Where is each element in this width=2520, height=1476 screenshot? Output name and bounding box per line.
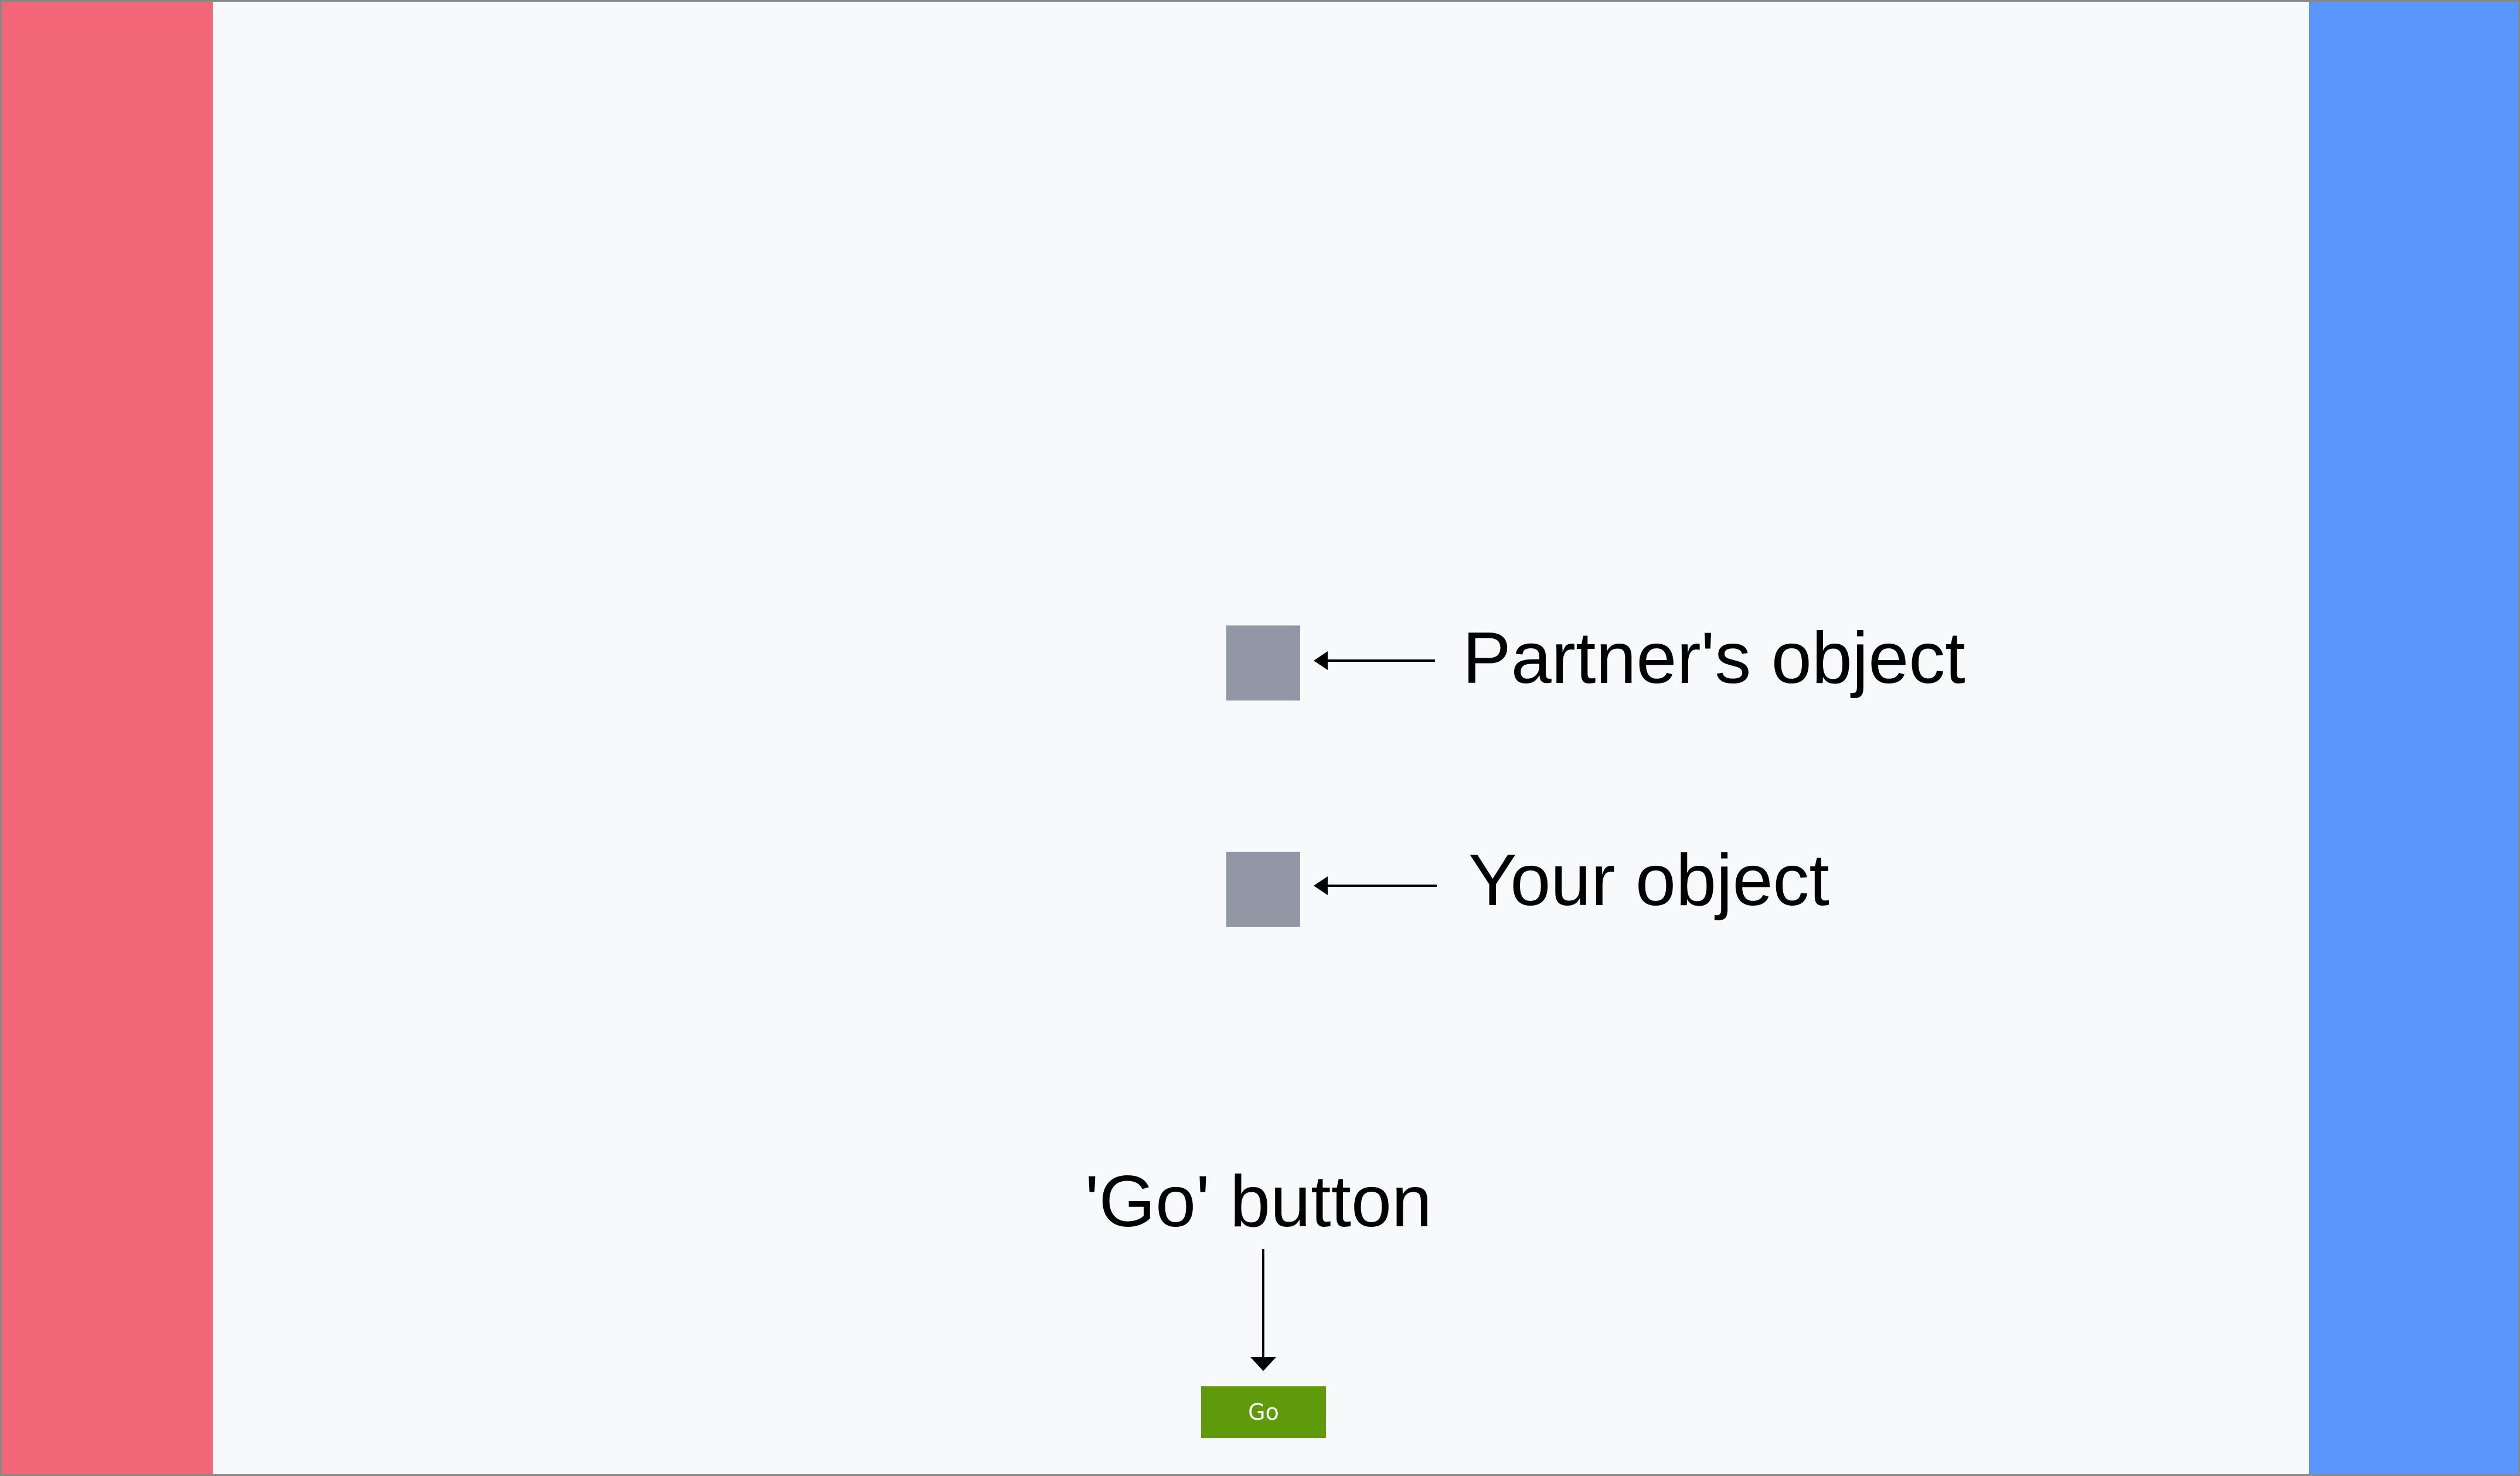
partner-arrow-icon	[1314, 651, 1435, 670]
your-object[interactable]	[1226, 852, 1300, 927]
partner-object-label: Partner's object	[1463, 618, 1965, 699]
go-arrow-icon	[1250, 1249, 1276, 1371]
left-color-zone	[2, 2, 213, 1474]
partner-object	[1226, 625, 1300, 700]
go-button[interactable]: Go	[1201, 1386, 1326, 1438]
your-arrow-icon	[1314, 876, 1437, 895]
right-color-zone	[2309, 2, 2518, 1474]
your-object-label: Your object	[1468, 840, 1829, 921]
go-button-label: 'Go' button	[1085, 1161, 1432, 1242]
